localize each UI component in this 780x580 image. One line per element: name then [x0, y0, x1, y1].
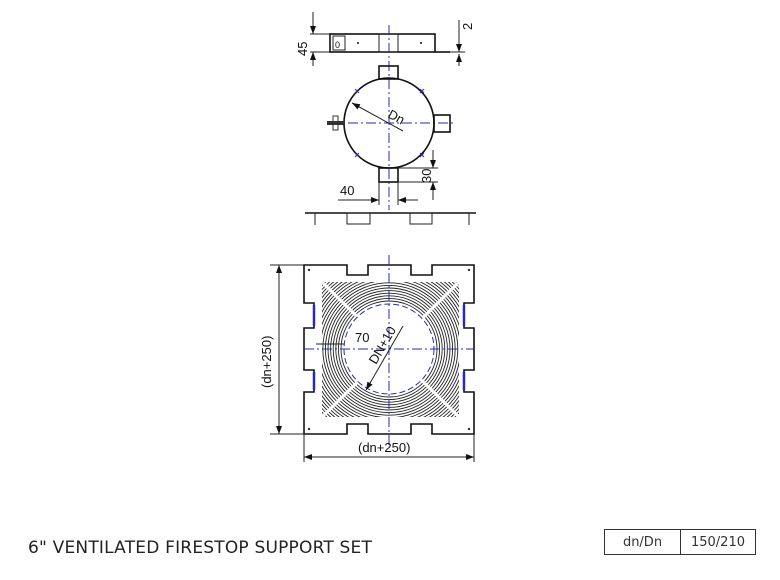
- thickness-dimension: 2: [460, 23, 475, 30]
- hole-diameter-label: DN+10: [366, 324, 399, 367]
- plate-plan-view: 70 DN+10 (dn+250) (dn+250): [259, 255, 475, 462]
- bolt-icon: [327, 115, 345, 131]
- small-tab-mark: 0: [335, 40, 340, 50]
- diameter-label: Dn: [386, 106, 408, 127]
- offset-dimension: 70: [355, 330, 369, 345]
- elevation-view: 0 45 2: [295, 12, 475, 66]
- ring-plan-view: Dn 40 30: [327, 25, 455, 210]
- spec-value: 150/210: [690, 534, 745, 550]
- spec-table: dn/Dn 150/210: [604, 529, 756, 555]
- tab-depth-dimension: 30: [419, 169, 434, 183]
- height-dimension: 45: [295, 42, 310, 56]
- plate-height-dimension: (dn+250): [259, 336, 274, 388]
- plate-width-dimension: (dn+250): [358, 440, 410, 455]
- tab-width-dimension: 40: [340, 183, 354, 198]
- drawing-title: 6" VENTILATED FIRESTOP SUPPORT SET: [28, 538, 373, 558]
- side-view: [305, 212, 476, 225]
- spec-label: dn/Dn: [605, 530, 681, 554]
